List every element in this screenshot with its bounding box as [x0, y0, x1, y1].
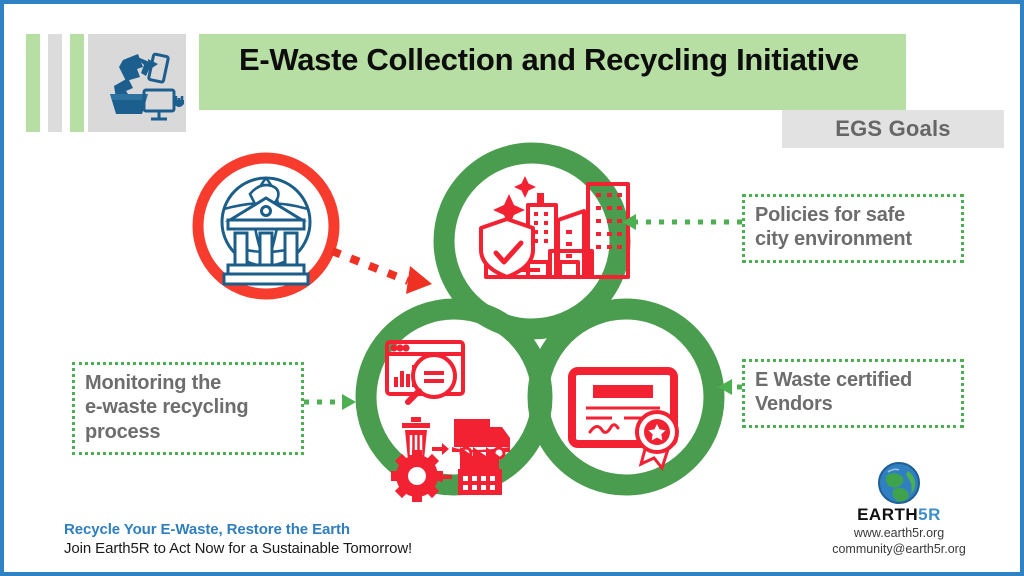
- arrow-monitoring-to-circle: [304, 394, 356, 410]
- brand-website: www.earth5r.org: [853, 526, 945, 540]
- callout-monitoring: Monitoring the e-waste recycling process: [72, 362, 304, 456]
- arrow-source-to-diagram: [330, 247, 432, 294]
- recycling-monitoring-icon: [385, 340, 510, 502]
- header-stripe-green-1: [26, 34, 40, 132]
- certificate-award-icon: [568, 367, 679, 472]
- egs-goals-badge-label: EGS Goals: [835, 116, 951, 141]
- page-title: E-Waste Collection and Recycling Initiat…: [239, 42, 859, 77]
- footer-tagline: Recycle Your E-Waste, Restore the Earth: [64, 521, 350, 538]
- earth-globe-logo-icon: [878, 462, 920, 504]
- header-icon-container: [88, 34, 186, 132]
- circle-certified-vendor-ring: [527, 298, 725, 496]
- footer-subtitle: Join Earth5R to Act Now for a Sustainabl…: [64, 540, 413, 557]
- safe-city-buildings-icon: [479, 176, 630, 279]
- brand-email: community@earth5r.org: [832, 542, 966, 557]
- callout-vendors-text: E Waste certified Vendors: [755, 369, 913, 416]
- arrow-policies-to-circle: [622, 214, 742, 230]
- brand-wordmark-accent: 5R: [918, 505, 941, 524]
- header-stripe-green-2: [70, 34, 84, 132]
- brand-block: EARTH5R www.earth5r.org community@earth5…: [794, 462, 1004, 558]
- title-banner: E-Waste Collection and Recycling Initiat…: [199, 34, 906, 110]
- egs-goals-badge: EGS Goals: [782, 110, 1004, 148]
- global-governance-icon: [192, 152, 340, 300]
- header-stripe-gray-1: [48, 34, 62, 132]
- e-waste-recycling-icon: [110, 52, 184, 121]
- callout-monitoring-text: Monitoring the e-waste recycling process: [85, 372, 249, 443]
- callout-policies-text: Policies for safe city environment: [755, 204, 912, 251]
- callout-vendors: E Waste certified Vendors: [742, 359, 964, 428]
- brand-wordmark: EARTH5R: [794, 505, 1004, 525]
- brand-wordmark-primary: EARTH: [857, 505, 919, 524]
- arrow-vendors-to-circle: [718, 379, 742, 395]
- callout-policies: Policies for safe city environment: [742, 194, 964, 263]
- circle-monitoring-ring: [355, 298, 553, 496]
- circle-safe-city-ring: [433, 142, 631, 340]
